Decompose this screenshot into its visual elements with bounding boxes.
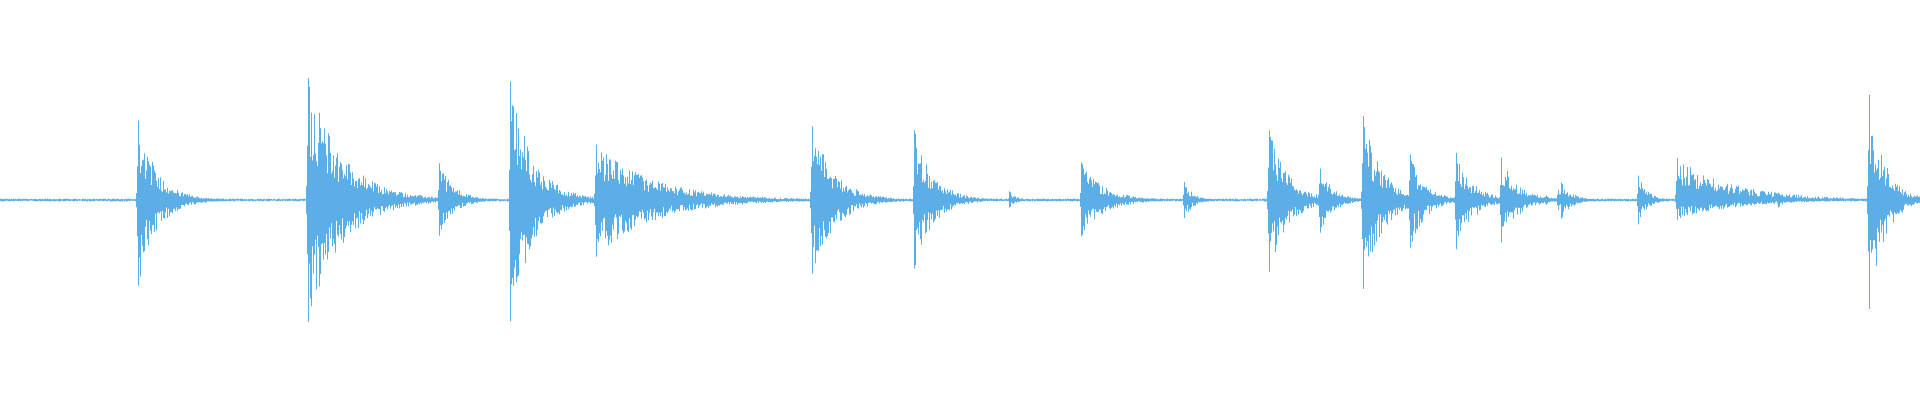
waveform-path — [0, 77, 1920, 323]
